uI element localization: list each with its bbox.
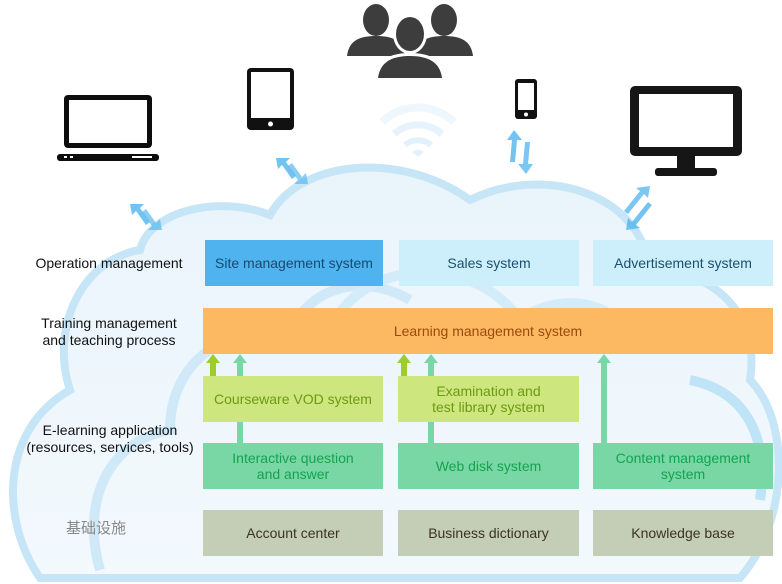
sync-arrows-icon-tablet bbox=[276, 158, 308, 184]
wifi-icon bbox=[379, 103, 457, 157]
row-label-elearning-line2: (resources, services, tools) bbox=[26, 439, 194, 455]
tablet-icon bbox=[247, 68, 294, 130]
desktop-monitor-icon bbox=[630, 86, 742, 176]
sync-arrows-icon-phone bbox=[507, 130, 533, 174]
interactive-qa-box[interactable]: Interactive question and answer bbox=[203, 443, 383, 489]
interactive-line2: and answer bbox=[256, 466, 330, 482]
examination-line2: test library system bbox=[432, 399, 545, 415]
examination-line1: Examination and bbox=[436, 383, 541, 399]
web-disk-system-box[interactable]: Web disk system bbox=[398, 443, 579, 489]
business-dictionary-box[interactable]: Business dictionary bbox=[398, 510, 579, 556]
row-label-operation: Operation management bbox=[35, 255, 183, 271]
courseware-vod-system-box[interactable]: Courseware VOD system bbox=[203, 376, 383, 422]
sync-arrows-icon-monitor bbox=[624, 186, 652, 230]
smartphone-icon bbox=[515, 79, 537, 119]
row-label-elearning-line1: E-learning application bbox=[42, 422, 178, 438]
row-label-training-line2: and teaching process bbox=[42, 332, 176, 348]
cms-line1: Content management bbox=[615, 450, 751, 466]
sales-system-box[interactable]: Sales system bbox=[399, 240, 579, 286]
up-arrow-icon bbox=[206, 354, 220, 378]
content-management-system-box[interactable]: Content management system bbox=[593, 443, 773, 489]
row-label-elearning: E-learning application (resources, servi… bbox=[10, 422, 210, 456]
row-label-training: Training management and teaching process bbox=[20, 315, 198, 349]
up-arrow-icon bbox=[397, 354, 411, 378]
laptop-icon bbox=[57, 95, 159, 161]
row-label-infrastructure: 基础设施 bbox=[65, 520, 126, 537]
account-center-box[interactable]: Account center bbox=[203, 510, 383, 556]
learning-management-system-box[interactable]: Learning management system bbox=[203, 308, 773, 354]
row-label-training-line1: Training management bbox=[41, 315, 177, 331]
examination-test-library-box[interactable]: Examination and test library system bbox=[398, 376, 579, 422]
users-group-icon bbox=[347, 4, 473, 78]
interactive-line1: Interactive question bbox=[232, 450, 354, 466]
knowledge-base-box[interactable]: Knowledge base bbox=[593, 510, 773, 556]
sync-arrows-icon-laptop bbox=[130, 204, 162, 230]
advertisement-system-box[interactable]: Advertisement system bbox=[593, 240, 773, 286]
cms-line2: system bbox=[660, 466, 706, 482]
up-arrow-icon bbox=[597, 354, 611, 444]
site-management-system-box[interactable]: Site management system bbox=[205, 240, 383, 286]
